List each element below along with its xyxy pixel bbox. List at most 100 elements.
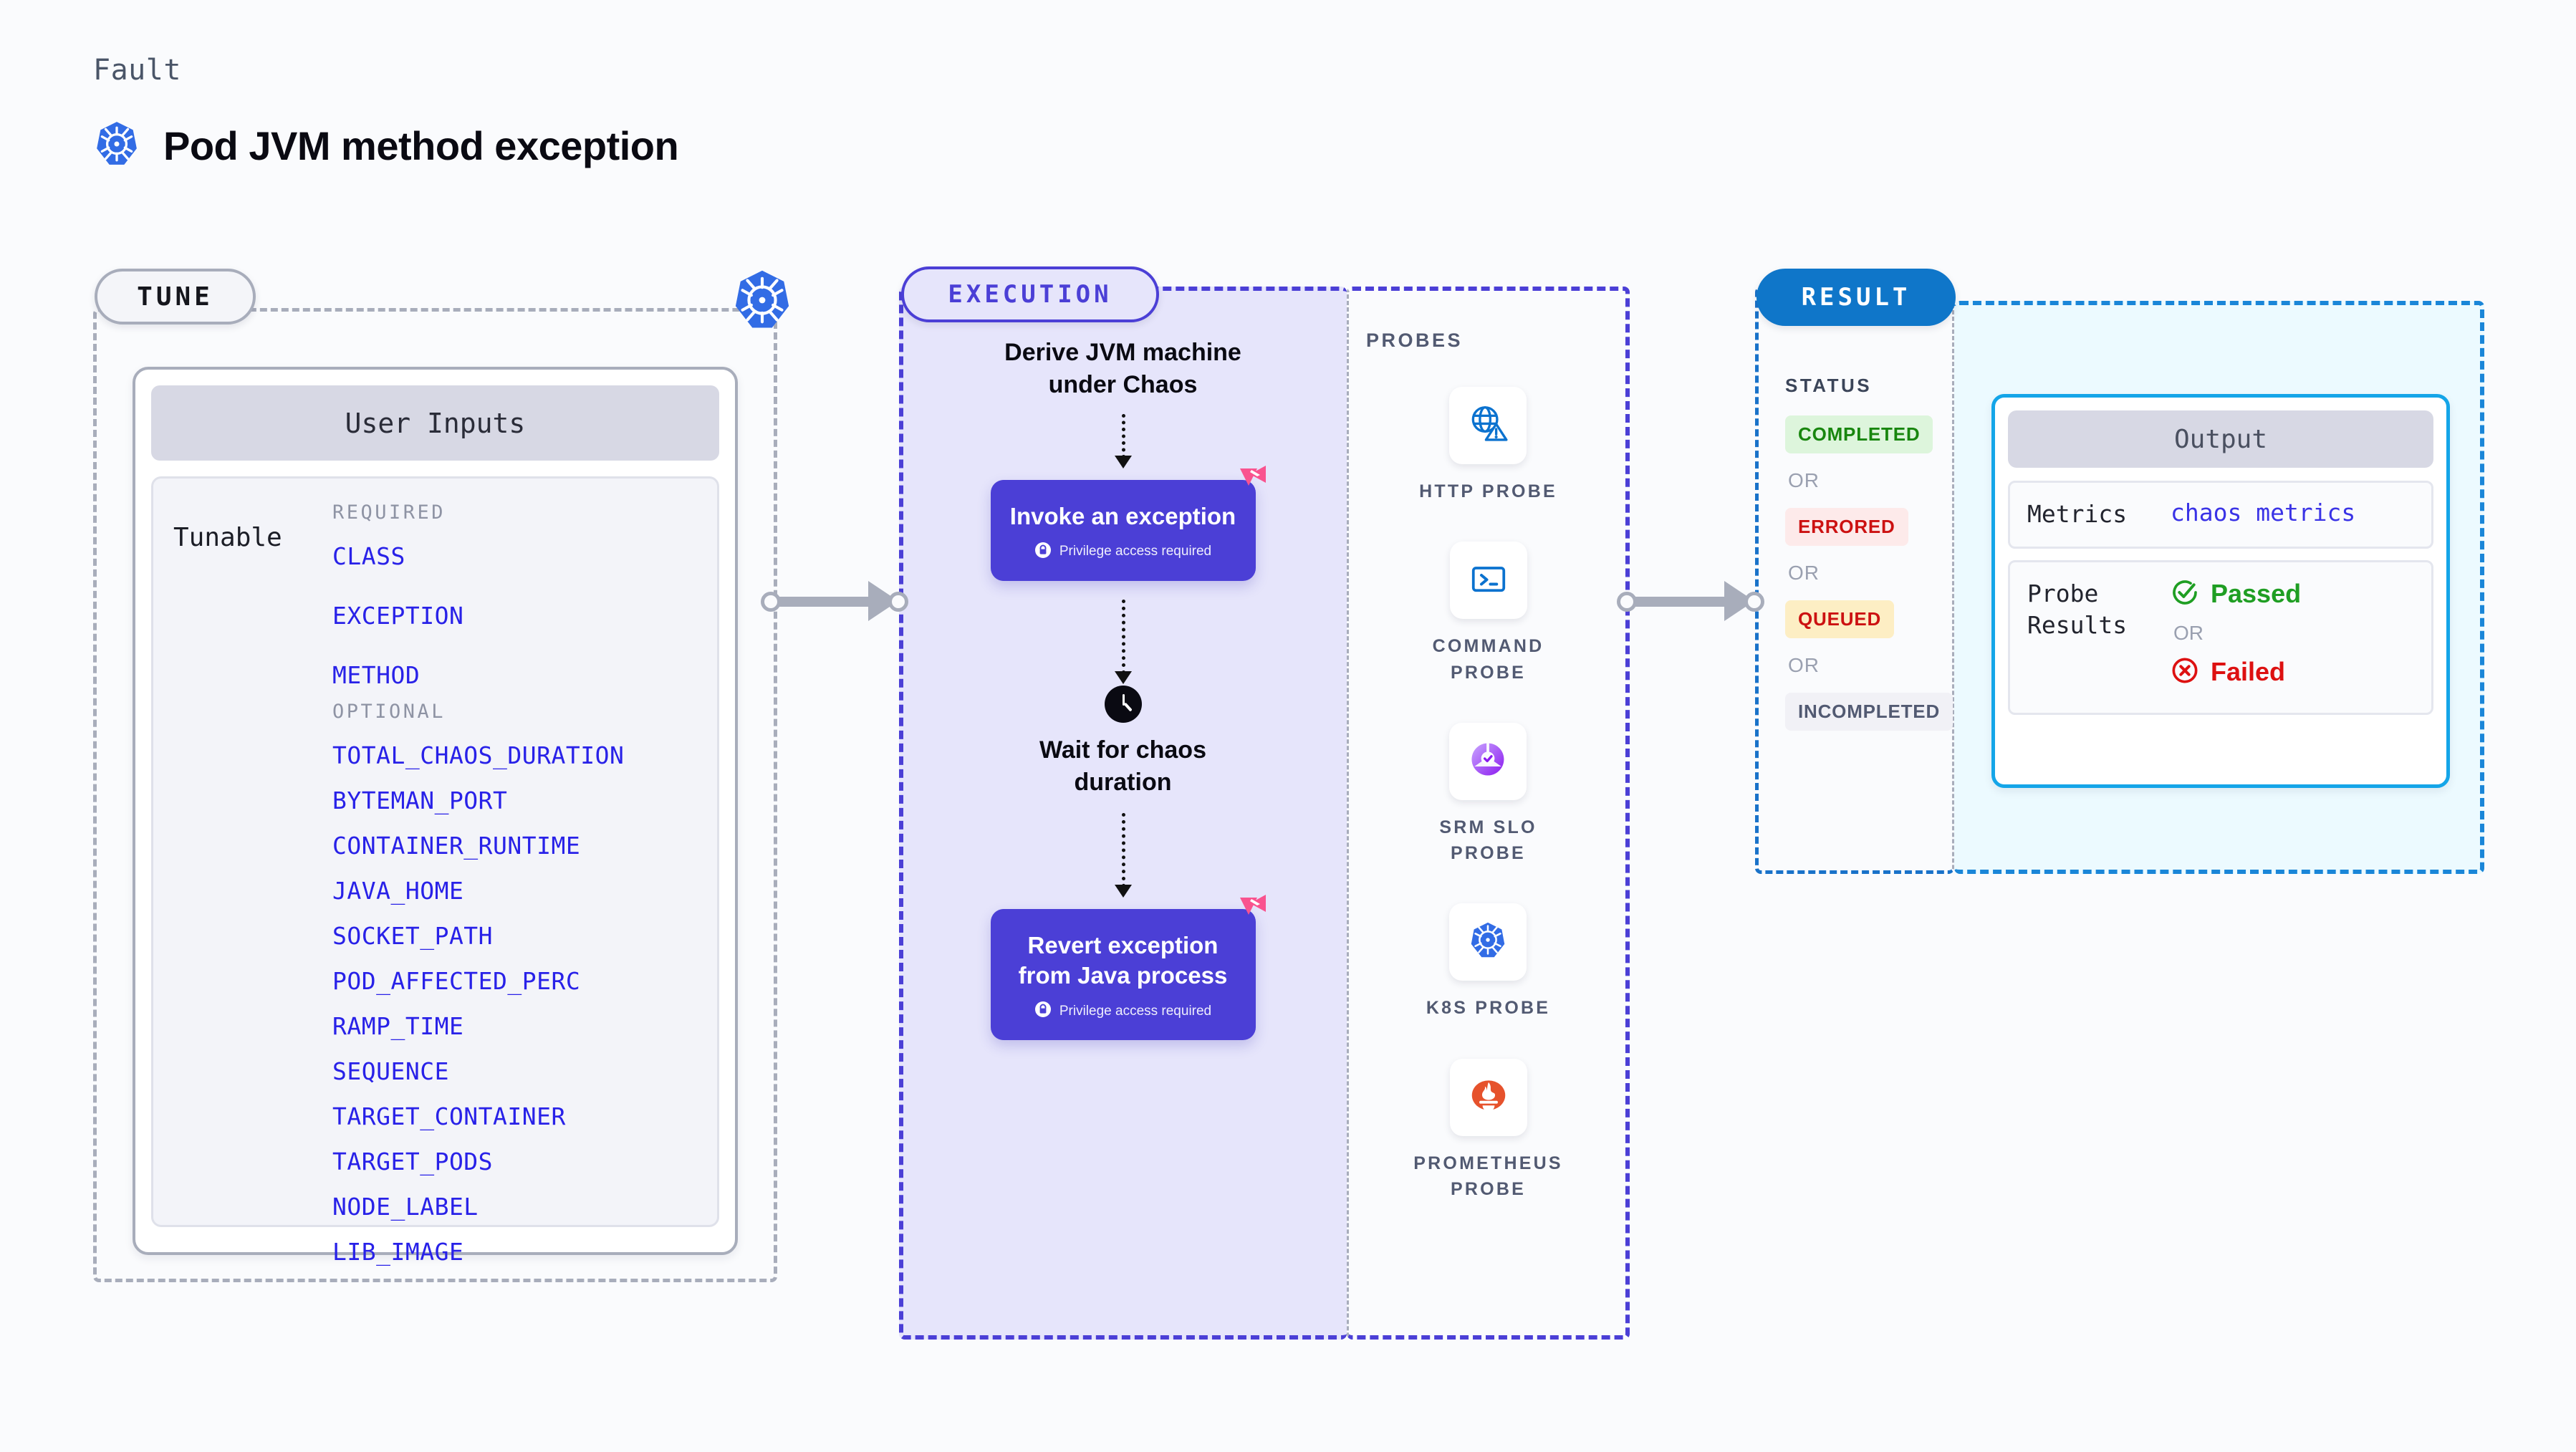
- tune-stage-pill[interactable]: TUNE: [95, 269, 256, 324]
- privilege-note-text: Privilege access required: [1059, 1003, 1212, 1019]
- status-or-2: OR: [1788, 562, 1820, 584]
- user-inputs-card: User Inputs Tunable REQUIRED CLASS EXCEP…: [133, 367, 738, 1266]
- page-title: Pod JVM method exception: [93, 120, 679, 171]
- probe-result-passed: Passed: [2171, 578, 2301, 610]
- probes-title: PROBES: [1366, 330, 1464, 351]
- group-title-optional: OPTIONAL: [332, 701, 446, 723]
- param-target-pods[interactable]: TARGET_PODS: [332, 1148, 494, 1175]
- status-list: COMPLETED OR ERRORED OR QUEUED OR INCOMP…: [1785, 415, 1953, 731]
- globe-warning-icon: [1466, 402, 1510, 450]
- fault-eyebrow: Fault: [93, 54, 181, 87]
- check-circle-icon: [2171, 578, 2199, 610]
- probe-result-values: Passed OR Failed: [2171, 578, 2301, 688]
- probe-name: HTTP PROBE: [1419, 481, 1557, 501]
- output-row-metrics: Metrics chaos metrics: [2008, 481, 2433, 549]
- param-column: REQUIRED CLASS EXCEPTION METHOD OPTIONAL…: [332, 501, 717, 1266]
- probe-tile: [1449, 903, 1527, 981]
- status-title: STATUS: [1785, 375, 1873, 396]
- connector-probes-to-result: [1617, 581, 1764, 621]
- param-java-home[interactable]: JAVA_HOME: [332, 877, 464, 905]
- probe-http[interactable]: HTTP PROBE: [1419, 387, 1557, 504]
- output-title: Output: [2008, 410, 2433, 468]
- status-or-1: OR: [1788, 469, 1820, 491]
- probe-result-failed: Failed: [2171, 656, 2301, 688]
- status-badge-completed: COMPLETED: [1785, 415, 1933, 453]
- output-probe-results-key: Probe Results: [2027, 579, 2128, 640]
- param-class[interactable]: CLASS: [332, 542, 405, 570]
- group-title-required: REQUIRED: [332, 501, 446, 524]
- probe-command[interactable]: COMMAND PROBE: [1433, 542, 1544, 686]
- probe-tile: [1449, 1058, 1527, 1136]
- action-invoke-exception[interactable]: Invoke an exception Privilege access req…: [990, 465, 1266, 581]
- status-badge-queued: QUEUED: [1785, 600, 1895, 638]
- flow-arrow-1: [1114, 413, 1132, 470]
- page-title-text: Pod JVM method exception: [163, 123, 679, 168]
- user-inputs-title: User Inputs: [151, 385, 719, 461]
- probe-tile: [1449, 722, 1527, 800]
- connector-tune-to-execution: [761, 581, 908, 621]
- param-pod-affected-perc[interactable]: POD_AFFECTED_PERC: [332, 967, 581, 995]
- srm-slo-icon: [1466, 738, 1509, 784]
- tunable-label: Tunable: [173, 523, 282, 552]
- result-stage-pill[interactable]: RESULT: [1756, 269, 1956, 326]
- probe-name: K8S PROBE: [1426, 998, 1551, 1019]
- kubernetes-icon: [1466, 918, 1510, 966]
- terminal-icon: [1467, 557, 1510, 604]
- execution-flow: Derive JVM machine under Chaos Invoke an…: [899, 337, 1347, 1041]
- lock-icon: [1034, 542, 1052, 562]
- clock-icon: [1104, 685, 1142, 723]
- status-badge-errored: ERRORED: [1785, 508, 1908, 546]
- probe-list: HTTP PROBE COMMAND PROBE: [1347, 387, 1630, 1239]
- litmus-icon: [1236, 893, 1270, 928]
- privilege-note-text: Privilege access required: [1059, 544, 1212, 559]
- param-container-runtime[interactable]: CONTAINER_RUNTIME: [332, 832, 581, 860]
- output-row-probe-results: Probe Results Passed OR: [2008, 559, 2433, 715]
- param-total-chaos-duration[interactable]: TOTAL_CHAOS_DURATION: [332, 741, 625, 769]
- probe-k8s[interactable]: K8S PROBE: [1426, 903, 1550, 1021]
- status-or-3: OR: [1788, 654, 1820, 676]
- kubernetes-icon: [93, 120, 140, 171]
- tune-stage-container: [93, 308, 777, 1282]
- probe-result-failed-label: Failed: [2211, 657, 2286, 687]
- probe-result-passed-label: Passed: [2211, 579, 2302, 609]
- param-lib-image[interactable]: LIB_IMAGE: [332, 1238, 464, 1266]
- probe-tile: [1449, 542, 1527, 620]
- param-method[interactable]: METHOD: [332, 661, 420, 689]
- x-circle-icon: [2171, 656, 2199, 688]
- output-card: Output Metrics chaos metrics Probe Resul…: [1991, 394, 2450, 788]
- flow-step-derive-jvm: Derive JVM machine under Chaos: [1004, 339, 1241, 398]
- param-node-label[interactable]: NODE_LABEL: [332, 1193, 479, 1221]
- probe-name: PROMETHEUS PROBE: [1413, 1153, 1563, 1199]
- privilege-note: Privilege access required: [1008, 1001, 1239, 1021]
- kubernetes-icon: [731, 269, 794, 332]
- status-badge-incompleted: INCOMPLETED: [1785, 693, 1953, 731]
- param-byteman-port[interactable]: BYTEMAN_PORT: [332, 787, 508, 814]
- param-ramp-time[interactable]: RAMP_TIME: [332, 1012, 464, 1040]
- param-exception[interactable]: EXCEPTION: [332, 602, 464, 630]
- litmus-icon: [1236, 464, 1270, 499]
- output-metrics-key: Metrics: [2027, 500, 2128, 528]
- probe-tile: [1449, 387, 1527, 464]
- action-label: Invoke an exception: [1009, 502, 1236, 529]
- output-metrics-value[interactable]: chaos metrics: [2171, 499, 2356, 527]
- required-group: REQUIRED CLASS EXCEPTION METHOD: [332, 501, 703, 689]
- flow-arrow-3: [1114, 812, 1132, 899]
- prometheus-icon: [1466, 1073, 1511, 1121]
- lock-icon: [1034, 1001, 1052, 1021]
- action-revert-exception[interactable]: Revert exception from Java process Privi…: [990, 894, 1266, 1041]
- execution-stage-pill[interactable]: EXECUTION: [901, 266, 1159, 322]
- param-socket-path[interactable]: SOCKET_PATH: [332, 922, 494, 950]
- action-label: Revert exception from Java process: [1018, 931, 1228, 989]
- flow-arrow-2: [1114, 599, 1132, 686]
- probe-prometheus[interactable]: PROMETHEUS PROBE: [1413, 1058, 1563, 1203]
- flow-step-wait-for-chaos: Wait for chaos duration: [1039, 736, 1206, 796]
- result-status-container: [1755, 287, 1954, 874]
- probe-result-or: OR: [2173, 621, 2203, 644]
- privilege-note: Privilege access required: [1008, 542, 1239, 562]
- tunable-body: Tunable REQUIRED CLASS EXCEPTION METHOD …: [151, 476, 719, 1266]
- optional-group: OPTIONAL TOTAL_CHAOS_DURATION BYTEMAN_PO…: [332, 701, 703, 1266]
- param-target-container[interactable]: TARGET_CONTAINER: [332, 1102, 566, 1130]
- probe-srm-slo[interactable]: SRM SLO PROBE: [1439, 722, 1537, 867]
- param-sequence[interactable]: SEQUENCE: [332, 1057, 449, 1085]
